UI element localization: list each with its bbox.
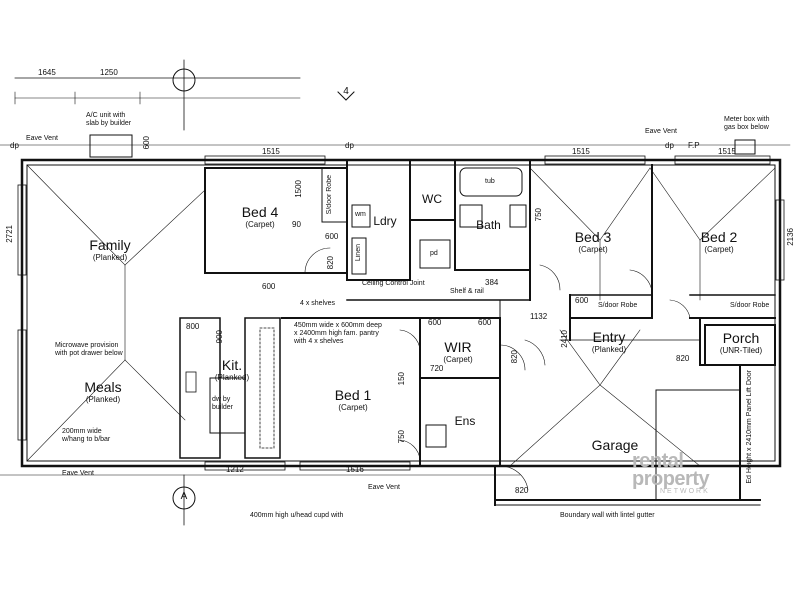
dim: 820 bbox=[676, 354, 690, 363]
door-swing bbox=[399, 439, 421, 461]
door-swing bbox=[399, 329, 421, 351]
dim: 820 bbox=[510, 350, 519, 364]
note-wm: wm bbox=[355, 211, 366, 218]
note-linen: Linen bbox=[355, 244, 362, 262]
window bbox=[17, 329, 27, 441]
watermark-text: NETWORK bbox=[660, 488, 710, 495]
window bbox=[204, 155, 326, 165]
dim: 2721 bbox=[5, 225, 14, 243]
door-swing bbox=[499, 344, 526, 371]
note-eave-vent: Eave Vent bbox=[26, 135, 58, 142]
dim: 1500 bbox=[294, 180, 303, 198]
wc-walls bbox=[409, 159, 456, 221]
dim: 1132 bbox=[530, 312, 548, 321]
note-ceiling-joint: Ceiling Control Joint bbox=[362, 280, 425, 287]
dim: 1645 bbox=[38, 68, 56, 77]
dim: 1515 bbox=[262, 147, 280, 156]
note-bench: 200mm wide w/hang to b/bar bbox=[62, 428, 111, 443]
note-meter-box: Meter box with gas box below bbox=[724, 116, 770, 131]
dim: 600 bbox=[262, 282, 276, 291]
door-swing bbox=[304, 247, 331, 274]
door-swing bbox=[629, 269, 653, 293]
note-ac-unit: A/C unit with slab by builder bbox=[86, 112, 132, 127]
bath-walls bbox=[454, 159, 531, 271]
bathtub bbox=[459, 167, 523, 197]
ac-unit bbox=[89, 134, 133, 158]
window bbox=[17, 184, 27, 276]
dim: 800 bbox=[186, 322, 200, 331]
door-swing bbox=[539, 264, 561, 291]
window bbox=[775, 199, 785, 281]
section-label-a: A bbox=[180, 491, 188, 502]
kitchen-bench bbox=[179, 317, 221, 459]
note-sdoor-robe: S/door Robe bbox=[598, 302, 638, 309]
porch-walls bbox=[704, 324, 776, 366]
window bbox=[299, 461, 411, 471]
dim: 1516 bbox=[346, 465, 364, 474]
dim: 600 bbox=[325, 232, 339, 241]
door-swing bbox=[499, 465, 529, 491]
dim: dp bbox=[10, 141, 19, 150]
dim: 1212 bbox=[226, 465, 244, 474]
dim: dp bbox=[345, 141, 354, 150]
dim: 150 bbox=[397, 372, 406, 386]
door-swing bbox=[669, 299, 691, 319]
note-garage-wall: Boundary wall with lintel gutter bbox=[560, 512, 655, 519]
dim: 600 bbox=[575, 296, 589, 305]
dim: F.P bbox=[688, 141, 700, 150]
dim: 2136 bbox=[786, 228, 795, 246]
kitchen-pantry bbox=[244, 317, 281, 459]
dim: 384 bbox=[485, 278, 499, 287]
dim: 1515 bbox=[718, 147, 736, 156]
ensuite-walls bbox=[419, 377, 501, 467]
dim: 600 bbox=[142, 136, 151, 150]
dim: 900 bbox=[215, 330, 224, 344]
dim: 1515 bbox=[572, 147, 590, 156]
north-label-4: 4 bbox=[343, 86, 349, 97]
note-dishwasher: dw by builder bbox=[212, 396, 234, 411]
window bbox=[204, 461, 286, 471]
dim: 820 bbox=[326, 256, 335, 270]
note-eave-vent: Eave Vent bbox=[62, 470, 94, 477]
roof-hip-line bbox=[26, 359, 126, 462]
dim: 600 bbox=[428, 318, 442, 327]
dim: 750 bbox=[397, 430, 406, 444]
note-sdoor-robe: S/door Robe bbox=[730, 302, 770, 309]
dim: 90 bbox=[292, 220, 301, 229]
dim: 2410 bbox=[560, 330, 569, 348]
meter-box bbox=[734, 139, 756, 155]
dim: 720 bbox=[430, 364, 444, 373]
note-garage-bottom: 400mm high u/head cupd with bbox=[250, 512, 344, 519]
roof-hip-line bbox=[26, 164, 126, 266]
note-shelf-rail: Shelf & rail bbox=[450, 288, 484, 295]
window bbox=[544, 155, 646, 165]
dim: 820 bbox=[515, 486, 529, 495]
dim: 600 bbox=[478, 318, 492, 327]
note-pd: pd bbox=[430, 250, 438, 257]
note-microwave: Microwave provision with pot drawer belo… bbox=[55, 342, 123, 357]
kitchen-island bbox=[209, 377, 246, 434]
note-eave-vent: Eave Vent bbox=[368, 484, 400, 491]
door-swing bbox=[524, 339, 546, 366]
outer-wall bbox=[20, 158, 782, 468]
note-pantry: 450mm wide x 600mm deep x 2400mm high fa… bbox=[294, 322, 382, 345]
note-sdoor-robe: S/door Robe bbox=[326, 175, 333, 215]
watermark-text: property bbox=[632, 468, 710, 490]
dim: 1250 bbox=[100, 68, 118, 77]
note-eave-vent: Eave Vent bbox=[645, 128, 677, 135]
note-shelves: 4 x shelves bbox=[300, 300, 336, 307]
note-tub: tub bbox=[485, 178, 495, 185]
watermark: rental property NETWORK bbox=[632, 450, 762, 495]
dim: dp bbox=[665, 141, 674, 150]
laundry-walls bbox=[346, 159, 411, 281]
window bbox=[674, 155, 771, 165]
dim: 750 bbox=[534, 208, 543, 222]
watermark-text: rental bbox=[632, 450, 684, 472]
